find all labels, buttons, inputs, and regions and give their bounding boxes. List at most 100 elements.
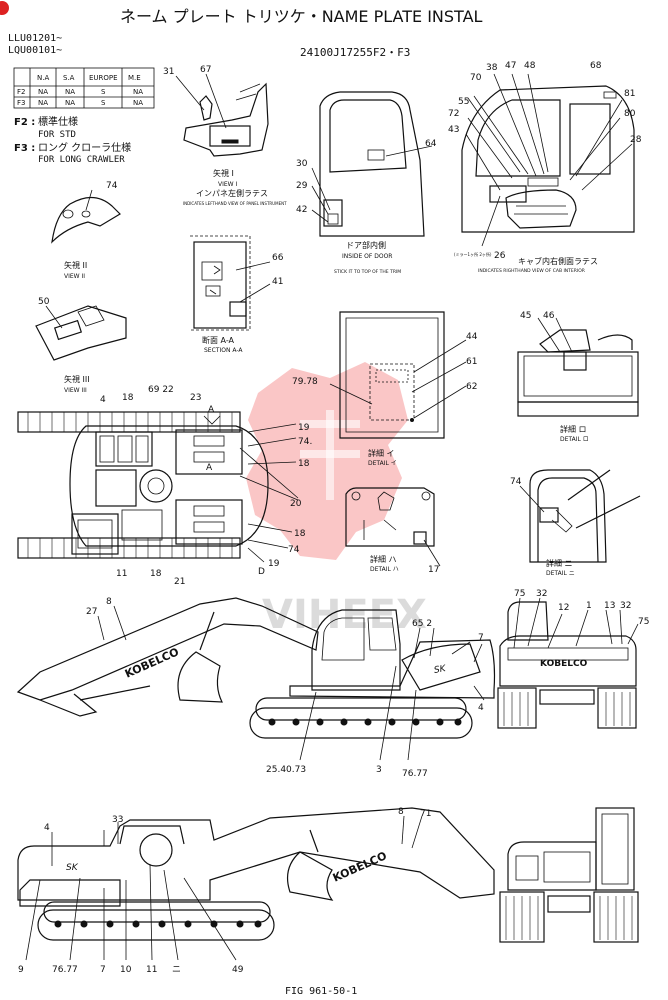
- callout-45: 45: [520, 311, 531, 321]
- callout-46: 46: [543, 311, 555, 321]
- view-2-drawing: [51, 189, 121, 244]
- detail-ro-title-en: DETAIL ロ: [560, 436, 589, 443]
- callout-bottom-18: 18: [150, 569, 162, 579]
- callout-74-detail: 74: [510, 477, 522, 487]
- page-title: ネーム プレート トリツケ・NAME PLATE INSTAL: [120, 7, 483, 26]
- cab-small-note: (ミラー1ヶ所 2ヶ所): [454, 251, 492, 257]
- callout-26: 26: [494, 251, 506, 261]
- legend-f2-jp: 標準仕様: [38, 115, 78, 128]
- cab-title-jp: キャブ内右側面ラテス: [518, 256, 598, 266]
- callout-17: 17: [428, 565, 439, 575]
- callout-64: 64: [425, 139, 437, 149]
- table-cell: NA: [133, 88, 143, 96]
- callout-rear-32b: 32: [620, 601, 631, 611]
- callout-rear-13: 13: [604, 601, 615, 611]
- table-cell: S: [101, 99, 106, 107]
- front-view-drawing: [499, 807, 639, 943]
- table-cell: NA: [65, 99, 75, 107]
- callout-left-11: 11: [146, 965, 157, 975]
- callout-right-74: 74.: [298, 437, 312, 447]
- callout-left-7: 7: [100, 965, 106, 975]
- callout-left-33: 33: [112, 815, 123, 825]
- brand-logo-boom: KOBELCO: [123, 645, 181, 680]
- callout-top-18: 18: [122, 393, 134, 403]
- detail-ro-title-jp: 詳細 ロ: [560, 424, 587, 434]
- legend-f2-en: FOR STD: [38, 130, 76, 140]
- model-logo-left: SK: [66, 863, 79, 873]
- callout-79-78: 79.78: [292, 377, 318, 387]
- rear-view-drawing: [497, 597, 639, 729]
- corner-mark: [0, 1, 9, 15]
- view-3-drawing: [35, 305, 127, 361]
- table-header-na: N.A: [37, 74, 49, 82]
- figure-number: FIG 961-50-1: [285, 986, 357, 997]
- detail-ha-title-en: DETAIL ハ: [370, 566, 399, 573]
- watermark-emblem: [246, 362, 408, 560]
- callout-74: 74: [106, 181, 118, 191]
- callout-bottom-21: 21: [174, 577, 185, 587]
- callout-72: 72: [448, 109, 459, 119]
- callout-61: 61: [466, 357, 477, 367]
- view-2-title-en: VIEW II: [64, 273, 85, 280]
- view-2-title-jp: 矢視 II: [64, 260, 87, 270]
- table-header-sa: S.A: [63, 74, 75, 82]
- serial-range-2: LQU00101~: [8, 45, 62, 56]
- table-cell: NA: [65, 88, 75, 96]
- door-inside-drawing: [311, 91, 433, 237]
- detail-ha-title-jp: 詳細 ハ: [370, 554, 397, 564]
- section-marker-a-mid: A: [206, 463, 213, 473]
- callout-67: 67: [200, 65, 211, 75]
- callout-side-27: 27: [86, 607, 97, 617]
- callout-50: 50: [38, 297, 50, 307]
- callout-side-7: 7: [478, 633, 484, 643]
- brand-logo-rear: KOBELCO: [540, 659, 588, 669]
- detail-ha-drawing: [345, 487, 441, 567]
- callout-top-4: 4: [100, 395, 106, 405]
- callout-side-76-77: 76.77: [402, 769, 428, 779]
- detail-i-title-jp: 詳細 イ: [368, 448, 395, 458]
- callout-rear-75b: 75: [638, 617, 649, 627]
- door-title-jp: ドア部内側: [346, 240, 386, 250]
- brand-logo-boom-left: KOBELCO: [331, 849, 389, 884]
- callout-rear-32: 32: [536, 589, 547, 599]
- callout-left-ni: ニ: [172, 965, 181, 975]
- detail-ni-title-en: DETAIL ニ: [546, 570, 575, 577]
- callout-28: 28: [630, 135, 642, 145]
- legend-f2-code: F2 :: [14, 117, 35, 128]
- section-aa-drawing: [190, 235, 271, 331]
- door-title-en: INSIDE OF DOOR: [342, 253, 392, 260]
- callout-right-20: 20: [290, 499, 302, 509]
- table-header-me: M.E: [128, 74, 141, 82]
- callout-43: 43: [448, 125, 459, 135]
- spec-table: N.A S.A EUROPE M.E F2 NA NA S NA F3 NA N…: [13, 67, 155, 109]
- view-1-note: INDICATES LEFTHAND VIEW OF PANEL INSTRUM…: [183, 201, 287, 206]
- callout-right-19: 19: [298, 423, 310, 433]
- view-3-title-en: VIEW III: [64, 387, 87, 394]
- view-1-title-jp: 矢視 I: [213, 168, 234, 178]
- callout-62: 62: [466, 382, 477, 392]
- section-marker-a: A: [208, 405, 215, 415]
- callout-42: 42: [296, 205, 307, 215]
- callout-68: 68: [590, 61, 602, 71]
- callout-top-69-22: 69 22: [148, 385, 174, 395]
- table-row-f2-label: F2: [17, 88, 25, 96]
- legend-f3-jp: ロング クローラ仕様: [38, 141, 131, 154]
- detail-ni-drawing: [519, 469, 641, 563]
- top-view-drawing: [17, 411, 299, 563]
- callout-left-10: 10: [120, 965, 132, 975]
- callout-48: 48: [524, 61, 536, 71]
- section-aa-title-en: SECTION A-A: [204, 347, 243, 354]
- callout-side-8: 8: [106, 597, 112, 607]
- callout-left-49: 49: [232, 965, 244, 975]
- serial-range-1: LLU01201~: [8, 33, 62, 44]
- callout-side-65-2: 65 2: [412, 619, 432, 629]
- view-3-title-jp: 矢視 III: [64, 374, 90, 384]
- callout-left-71: 71: [420, 809, 431, 819]
- section-marker-d: D: [258, 567, 265, 577]
- door-note: STICK IT TO TOP OF THE TRIM: [334, 269, 401, 275]
- callout-80: 80: [624, 109, 636, 119]
- callout-44: 44: [466, 332, 478, 342]
- spec-legend: F2 : 標準仕様 FOR STD F3 : ロング クローラ仕様 FOR LO…: [14, 115, 131, 165]
- callout-81: 81: [624, 89, 635, 99]
